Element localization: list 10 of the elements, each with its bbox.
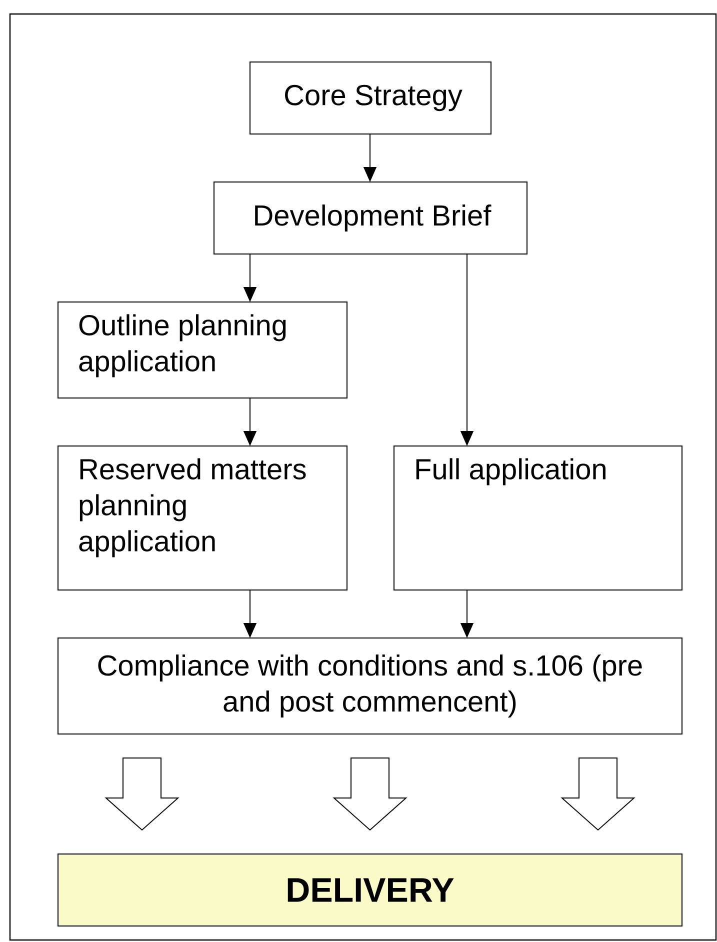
process-box: Outline planning application xyxy=(58,302,348,398)
process-box: Development Brief xyxy=(214,182,528,254)
block-arrow xyxy=(560,758,636,831)
process-box: Reserved matters planning application xyxy=(58,446,348,590)
process-box: Full application xyxy=(394,446,682,590)
block-arrow xyxy=(332,758,408,831)
process-box: Compliance with conditions and s.106 (pre and post commencent) xyxy=(58,638,682,734)
block-arrow xyxy=(104,758,180,831)
delivery-box: DELIVERY xyxy=(58,854,682,926)
process-box: Core Strategy xyxy=(250,62,492,134)
